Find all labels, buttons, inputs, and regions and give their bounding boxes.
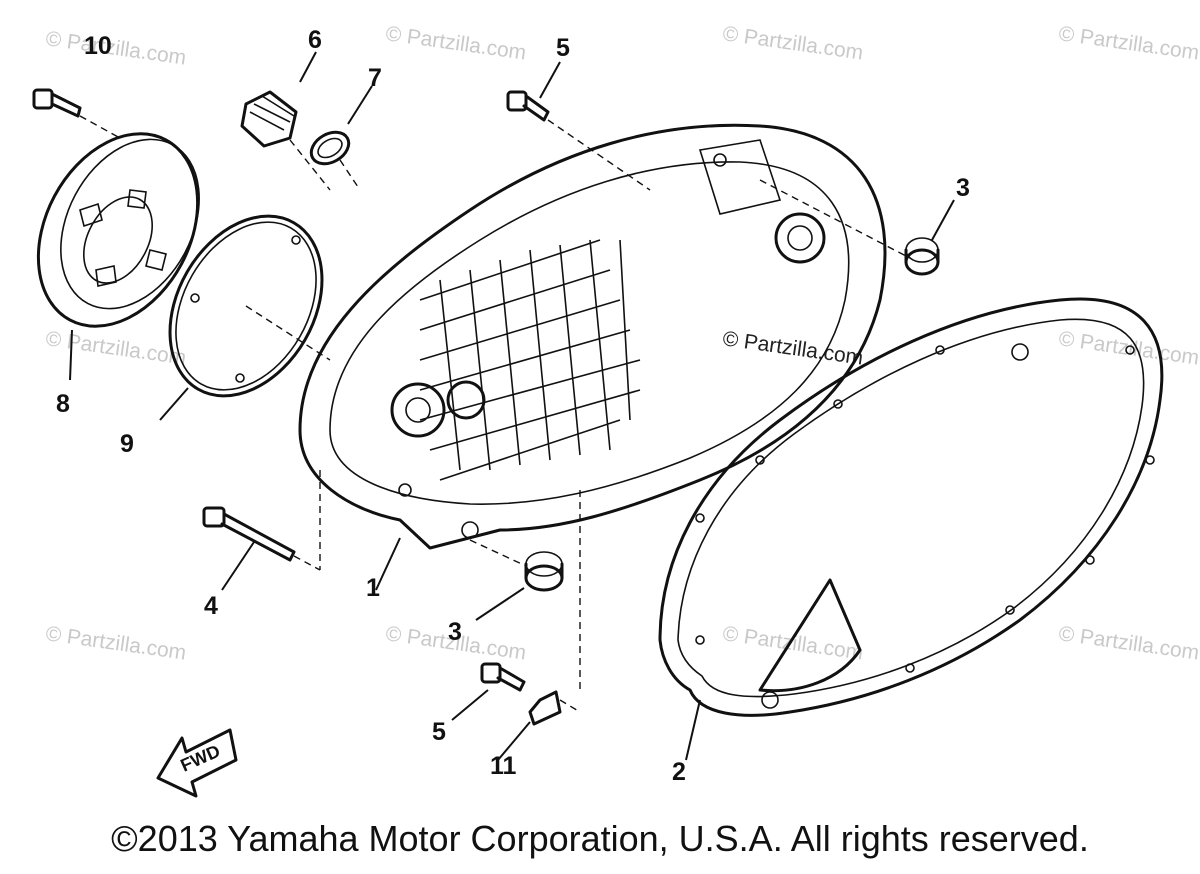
cover-part-8 (36, 132, 200, 381)
watermark: © Partzilla.com (721, 22, 864, 64)
watermark: © Partzilla.com (44, 27, 187, 69)
watermark: © Partzilla.com (721, 327, 864, 369)
dowel-part-3-top (759, 179, 955, 276)
watermark: © Partzilla.com (384, 22, 527, 64)
mesh-grid (419, 239, 641, 481)
bolt-part-10 (32, 88, 121, 139)
gasket-part-9 (159, 214, 331, 421)
callout-6: 6 (308, 26, 322, 54)
callout-7: 7 (368, 64, 382, 92)
callout-8: 8 (56, 390, 70, 418)
ring-part-7 (309, 85, 373, 191)
watermarks: © Partzilla.com © Partzilla.com © Partzi… (44, 22, 1200, 664)
forward-arrow-icon: FWD (156, 728, 238, 798)
callout-11: 11 (490, 752, 517, 780)
crankcase-cover-part-1 (298, 123, 887, 591)
bolt-part-4 (202, 470, 321, 591)
callout-1: 1 (366, 574, 380, 602)
callout-3-top: 3 (956, 174, 970, 202)
callout-2: 2 (672, 758, 686, 786)
plug-part-6 (240, 51, 331, 191)
copyright-notice: ©2013 Yamaha Motor Corporation, U.S.A. A… (111, 818, 1089, 859)
watermark: © Partzilla.com (44, 327, 187, 369)
dowel-part-3-bottom (469, 539, 564, 621)
watermark: © Partzilla.com (1057, 327, 1200, 369)
watermark: © Partzilla.com (44, 622, 187, 664)
bolt-part-5-top (506, 61, 651, 191)
callout-5-top: 5 (556, 34, 570, 62)
gasket-part-2 (658, 297, 1164, 761)
watermark: © Partzilla.com (1057, 622, 1200, 664)
bolt-part-5-bottom (451, 490, 581, 721)
callout-9: 9 (120, 430, 134, 458)
callout-5-bottom: 5 (432, 718, 446, 746)
clip-part-11 (497, 690, 581, 761)
watermark: © Partzilla.com (1057, 22, 1200, 64)
callout-4: 4 (204, 592, 218, 620)
callout-3-bottom: 3 (448, 618, 462, 646)
callout-labels: 10 6 7 5 3 8 9 4 1 3 5 11 2 (56, 26, 970, 786)
callout-10: 10 (84, 32, 112, 60)
watermark: © Partzilla.com (721, 622, 864, 664)
